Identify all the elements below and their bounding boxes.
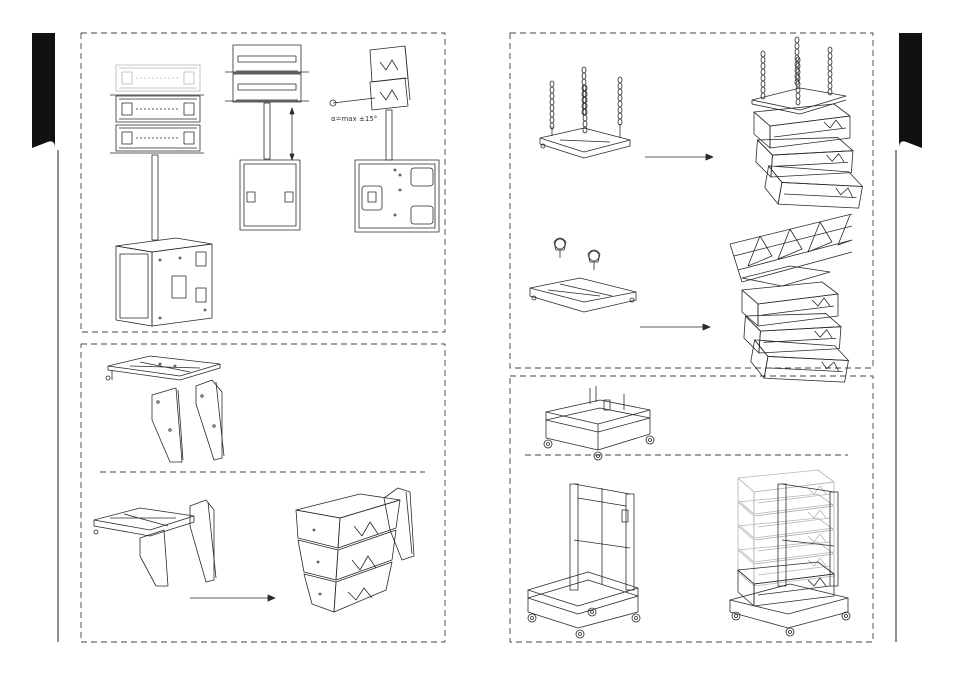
illustration-hung-array-chains bbox=[752, 37, 865, 218]
illustration-bracket-parts bbox=[106, 356, 224, 462]
illustration-bracket-with-array bbox=[296, 488, 414, 612]
illustration-cart-base bbox=[544, 386, 654, 460]
left-page-tab bbox=[32, 33, 55, 148]
illustration-tilt-side-view bbox=[330, 46, 439, 232]
panel-stand-mount bbox=[81, 33, 445, 332]
panel-suspension bbox=[510, 33, 873, 368]
angle-label: α=max ±15° bbox=[331, 115, 377, 123]
right-page-tab bbox=[899, 33, 922, 148]
illustration-pole-mounted-array bbox=[110, 65, 212, 326]
illustration-chain-bracket bbox=[540, 67, 630, 158]
illustration-bracket-assembled bbox=[94, 500, 216, 586]
illustration-truss-hung-array bbox=[730, 214, 852, 392]
illustration-front-view-array bbox=[225, 45, 309, 230]
illustration-truss-clamps bbox=[530, 238, 636, 312]
illustration-cart-loaded bbox=[730, 470, 850, 636]
illustration-cart-frame bbox=[528, 484, 640, 638]
